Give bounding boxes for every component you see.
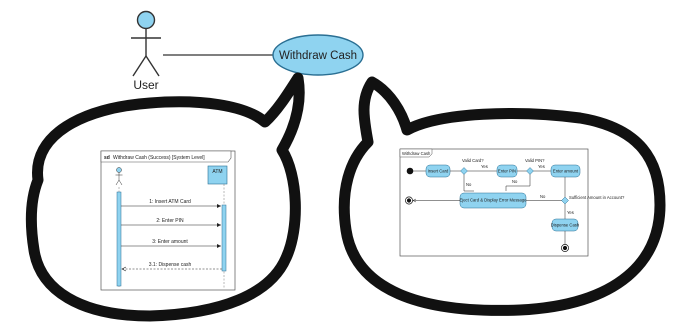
actor-leg-left [132, 55, 147, 77]
use-case-withdraw-cash[interactable] [272, 34, 364, 76]
message-4-label: 3.1: Dispense cash [149, 262, 192, 268]
message-1-label: 1: Insert ATM Card [149, 199, 191, 205]
sequence-actor-leg-right [118, 179, 123, 186]
guard-yes-2: Yes [538, 164, 545, 169]
sequence-actor-leg-left [115, 179, 120, 186]
sequence-atm-activation [221, 204, 227, 272]
guard-valid-card: Valid Card? [462, 158, 484, 163]
action-enter-pin-label: Enter PIN [498, 169, 516, 174]
message-2-arrowhead [217, 223, 221, 227]
final-node-error-core [406, 198, 412, 203]
actor-user [131, 10, 161, 77]
sequence-actor-activation [116, 191, 122, 287]
actor-head [136, 10, 156, 30]
sequence-frame-tag: sd [104, 155, 110, 161]
guard-no-2: No [512, 179, 518, 184]
message-2-label: 2: Enter PIN [156, 218, 184, 224]
use-case-label: Withdraw Cash [279, 50, 357, 62]
initial-node [406, 167, 414, 175]
sequence-atm-box[interactable] [207, 165, 228, 185]
sequence-atm-label: ATM [212, 169, 222, 175]
activity-diagram: Withdraw Cash Insert Card Valid Card? Ye… [399, 148, 625, 257]
actor-leg-right [145, 55, 160, 77]
message-1-arrowhead [217, 204, 221, 208]
flow-no-card [463, 174, 474, 192]
sequence-frame-title: Withdraw Cash (Success) [System Level] [113, 155, 205, 161]
message-3-arrowhead [217, 244, 221, 248]
sequence-actor-head [116, 167, 122, 173]
activity-frame-title: Withdraw Cash [402, 151, 431, 156]
action-insert-card-label: Insert Card [428, 169, 449, 174]
action-enter-amount-label: Enter amount [553, 169, 579, 174]
guard-no-3: No [540, 194, 546, 199]
action-dispense-cash-label: Dispense Cash [551, 223, 580, 228]
guard-no-1: No [466, 182, 472, 187]
guard-yes-1: Yes [481, 164, 488, 169]
action-enter-amount[interactable] [550, 164, 581, 178]
actor-label: User [133, 78, 158, 92]
final-node-success-core [562, 245, 568, 251]
guard-valid-pin: Valid PIN? [525, 158, 545, 163]
message-4-arrowhead [121, 266, 127, 272]
guard-yes-3: Yes [567, 210, 574, 215]
flow-no-pin [505, 174, 531, 191]
activity-frame-tab [399, 148, 433, 158]
guard-sufficient-amount: Sufficient Amount in Account? [569, 195, 625, 200]
flow-error-arrowhead [412, 198, 417, 203]
sequence-diagram: sd Withdraw Cash (Success) [System Level… [100, 150, 236, 291]
message-3-label: 3: Enter amount [152, 239, 188, 245]
action-eject-card-error-label: Eject Card & Display Error Message [459, 198, 527, 203]
sequence-frame-tab [100, 150, 232, 163]
